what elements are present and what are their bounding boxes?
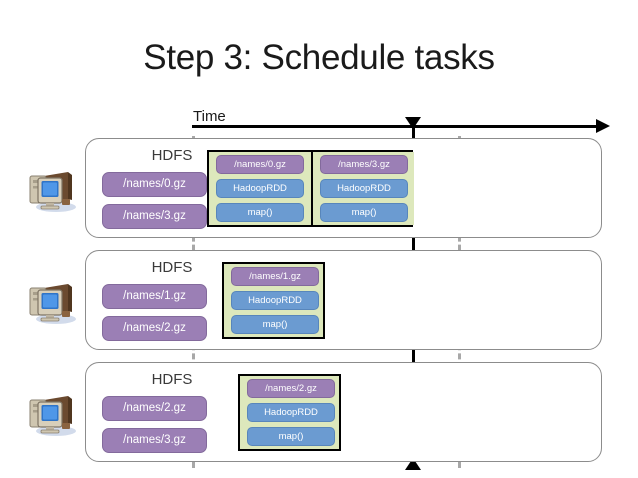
task-file-chip: /names/3.gz (320, 155, 408, 174)
task-card[interactable]: /names/1.gz HadoopRDD map() (224, 264, 322, 337)
task-file-chip: /names/1.gz (231, 267, 319, 286)
hdfs-file-chip: /names/2.gz (102, 396, 207, 421)
hdfs-label: HDFS (151, 259, 193, 276)
task-card[interactable]: /names/3.gz HadoopRDD map() (311, 152, 414, 225)
hdfs-file-chip: /names/2.gz (102, 316, 207, 341)
task-stage-chip: HadoopRDD (320, 179, 408, 198)
task-stage-chip: map() (216, 203, 304, 222)
task-group[interactable]: /names/0.gz HadoopRDD map() /names/3.gz … (207, 150, 414, 227)
task-stage-chip: HadoopRDD (216, 179, 304, 198)
hdfs-file-chip: /names/1.gz (102, 284, 207, 309)
page-title: Step 3: Schedule tasks (143, 38, 495, 77)
time-axis-line (192, 125, 598, 128)
computer-icon (24, 278, 80, 326)
task-group[interactable]: /names/1.gz HadoopRDD map() (222, 262, 325, 339)
hdfs-file-chip: /names/3.gz (102, 428, 207, 453)
task-stage-chip: map() (247, 427, 335, 446)
task-stage-chip: map() (231, 315, 319, 334)
task-stage-chip: HadoopRDD (231, 291, 319, 310)
task-stage-chip: map() (320, 203, 408, 222)
task-stage-chip: HadoopRDD (247, 403, 335, 422)
hdfs-label: HDFS (151, 147, 193, 164)
task-card[interactable]: /names/0.gz HadoopRDD map() (209, 152, 311, 225)
time-axis-label: Time (193, 108, 226, 125)
hdfs-file-chip: /names/0.gz (102, 172, 207, 197)
time-axis-arrowhead-icon (596, 119, 610, 133)
node-row: HDFS /names/2.gz /names/3.gz (85, 362, 602, 462)
computer-icon (24, 390, 80, 438)
node-row: HDFS /names/1.gz /names/2.gz (85, 250, 602, 350)
time-marker-down-triangle-icon (405, 117, 421, 129)
task-file-chip: /names/2.gz (247, 379, 335, 398)
hdfs-label: HDFS (151, 371, 193, 388)
task-card[interactable]: /names/2.gz HadoopRDD map() (240, 376, 338, 449)
hdfs-file-chip: /names/3.gz (102, 204, 207, 229)
task-file-chip: /names/0.gz (216, 155, 304, 174)
task-group[interactable]: /names/2.gz HadoopRDD map() (238, 374, 341, 451)
computer-icon (24, 166, 80, 214)
